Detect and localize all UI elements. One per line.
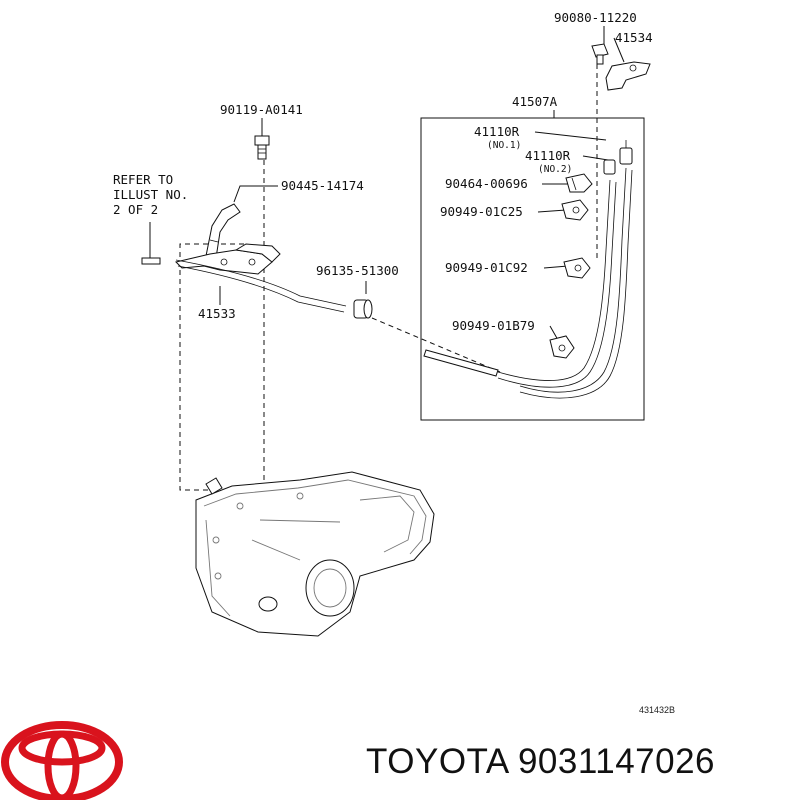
refer-note-line-3: 2 OF 2 [113,202,158,217]
hose-90445-14174 [205,203,241,259]
leader-lines [149,26,625,341]
clip-90949-01B79 [549,335,575,359]
bracket-41534 [605,61,651,91]
callout-90080-11220: 90080-11220 [554,10,637,25]
breather-tube-lower [175,259,347,313]
connector-41110R-no2 [603,159,616,175]
callout-41110R-no2: 41110R [525,148,571,163]
callout-90949-01C92: 90949-01C92 [445,260,528,275]
hose-41110R-pair [497,167,633,399]
refer-note-line-1: REFER TO [113,172,173,187]
connector-41110R-no1 [619,140,633,165]
illustration-code: 431432B [639,705,675,715]
callout-90949-01C25: 90949-01C25 [440,204,523,219]
bracket-41533 [175,243,281,275]
callout-41534: 41534 [615,30,653,45]
assembly-41507A-frame [420,117,645,421]
callout-96135-51300: 96135-51300 [316,263,399,278]
alignment-lines [179,64,598,500]
callout-41110R-no1-sub: (NO.1) [487,140,521,151]
bracket-41534-hole [629,64,637,72]
brand-part-caption: TOYOTA 9031147026 [366,742,716,781]
callout-41110R-no1: 41110R [474,124,520,139]
clamp-96135-51300 [353,299,373,319]
transfer-case-housing [195,471,435,637]
callout-90119-A0141: 90119-A0141 [220,102,303,117]
bolt-90080-11220 [591,43,609,65]
clip-90464-00696 [565,173,593,193]
toyota-emblem-icon [1,721,123,800]
clip-90949-01C92 [563,257,591,279]
refer-note-line-2: ILLUST NO. [113,187,188,202]
tube-lower-segment [423,349,499,377]
clip-90949-01C25 [561,199,589,221]
callout-41533: 41533 [198,306,236,321]
bolt-90119-A0141 [254,135,270,160]
callout-90445-14174: 90445-14174 [281,178,364,193]
callout-90464-00696: 90464-00696 [445,176,528,191]
callout-90949-01B79: 90949-01B79 [452,318,535,333]
refer-part-stub [141,257,161,265]
callout-41110R-no2-sub: (NO.2) [538,164,572,175]
callout-41507A: 41507A [512,94,558,109]
